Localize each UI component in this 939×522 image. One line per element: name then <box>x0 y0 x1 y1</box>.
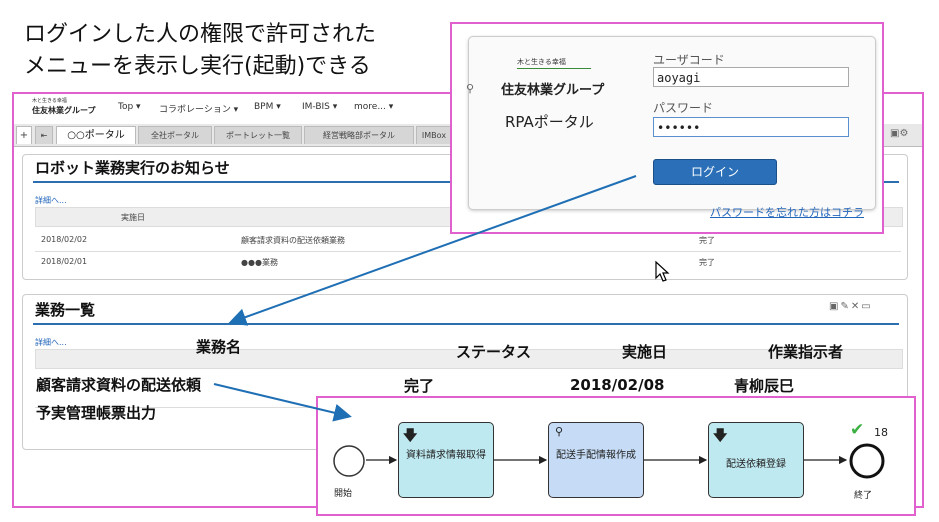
work-row-1-assignee: 青柳辰巳 <box>734 377 795 395</box>
notice-row-1-date: 2018/02/02 <box>41 235 88 244</box>
tab-imbox[interactable]: IMBox <box>416 126 452 144</box>
menu-more[interactable]: more... ▾ <box>354 102 394 112</box>
tab-portlet-list[interactable]: ポートレット一覧 <box>214 126 302 144</box>
menu-im-bis[interactable]: IM-BIS ▾ <box>302 102 338 112</box>
tab-back-button[interactable]: ⇤ <box>35 126 53 144</box>
task-1-label: 資料請求情報取得 <box>406 450 486 461</box>
user-code-input[interactable]: aoyagi <box>653 67 849 87</box>
work-title-rule <box>33 323 899 325</box>
start-event-icon[interactable] <box>332 444 366 478</box>
check-icon: ✔ <box>850 420 865 440</box>
headline-line-1: ログインした人の権限で許可された <box>24 22 377 47</box>
start-event-label: 開始 <box>334 489 353 499</box>
login-button[interactable]: ログイン <box>653 159 777 185</box>
user-code-label: ユーザコード <box>653 53 725 67</box>
login-logo: 住友林業グループ <box>501 83 605 98</box>
workflow-connectors <box>366 455 848 465</box>
task-3-label: 配送依頼登録 <box>726 459 786 470</box>
password-label: パスワード <box>653 101 714 115</box>
task-create-shipping[interactable]: ⚲ 配送手配情報作成 <box>548 422 644 498</box>
forgot-password-link[interactable]: パスワードを忘れた方はコチラ <box>710 206 864 219</box>
login-dialog: 木と生きる幸福 住友林業グループ RPAポータル ユーザコード aoyagi パ… <box>468 36 876 210</box>
menu-collaboration[interactable]: コラボレーション ▾ <box>159 105 239 115</box>
tab-strategy-portal[interactable]: 経営戦略部ポータル <box>304 126 414 144</box>
notice-col-date: 実施日 <box>121 213 145 222</box>
header-task-name: 業務名 <box>196 338 242 356</box>
end-event-label: 終了 <box>854 491 873 501</box>
add-tab-button[interactable]: + <box>16 126 32 144</box>
notice-row-divider <box>35 251 901 252</box>
tab-toolbar-icons[interactable]: ▣⚙ <box>890 128 909 139</box>
header-assignee: 作業指示者 <box>768 343 844 361</box>
notice-row-1-task[interactable]: 顧客請求資料の配送依頼業務 <box>241 236 345 245</box>
work-row-2-name[interactable]: 予実管理帳票出力 <box>36 404 157 422</box>
notice-row-2-status: 完了 <box>699 258 715 267</box>
menu-bpm[interactable]: BPM ▾ <box>254 102 281 112</box>
login-logo-tagline: 木と生きる幸福 <box>517 58 566 66</box>
tab-company-portal[interactable]: 全社ポータル <box>138 126 212 144</box>
end-event-icon[interactable] <box>848 442 886 480</box>
task-2-label: 配送手配情報作成 <box>556 450 636 461</box>
password-input[interactable]: •••••• <box>653 117 849 137</box>
workflow-frame: 開始 🡇 資料請求情報取得 ⚲ 配送手配情報作成 🡇 配送依頼登録 ✔ 18 終… <box>316 396 916 516</box>
login-dialog-frame: 木と生きる幸福 住友林業グループ RPAポータル ユーザコード aoyagi パ… <box>450 22 884 234</box>
login-handle-icon: ⚲ <box>466 82 475 95</box>
work-row-1-date: 2018/02/08 <box>570 376 665 394</box>
user-task-icon: ⚲ <box>555 425 564 438</box>
work-row-1-status: 完了 <box>404 377 435 395</box>
work-table-header <box>35 349 903 369</box>
notice-row-2-task[interactable]: ●●●業務 <box>241 258 278 267</box>
work-list-title: 業務一覧 <box>35 301 96 319</box>
notice-row-2-date: 2018/02/01 <box>41 257 88 266</box>
notice-row-1-status: 完了 <box>699 236 715 245</box>
panel-tool-icons[interactable]: ▣✎✕▭ <box>829 301 873 312</box>
portal-logo[interactable]: 住友林業グループ <box>32 106 96 115</box>
login-logo-rule <box>517 68 591 69</box>
header-status: ステータス <box>456 343 532 361</box>
work-row-1-name[interactable]: 顧客請求資料の配送依頼 <box>36 376 202 394</box>
header-date: 実施日 <box>622 343 668 361</box>
task-register-delivery[interactable]: 🡇 配送依頼登録 <box>708 422 804 498</box>
work-more-link[interactable]: 詳細へ... <box>35 338 67 347</box>
down-arrow-icon: 🡇 <box>713 428 728 444</box>
portal-logo-tagline: 木と生きる幸福 <box>32 98 67 104</box>
down-arrow-icon: 🡇 <box>403 428 418 444</box>
login-subtitle: RPAポータル <box>505 113 594 131</box>
notice-panel-title: ロボット業務実行のお知らせ <box>35 159 230 177</box>
end-count: 18 <box>874 426 888 439</box>
menu-top[interactable]: Top ▾ <box>118 102 141 112</box>
task-fetch-request[interactable]: 🡇 資料請求情報取得 <box>398 422 494 498</box>
tab-portal-main[interactable]: ○○ポータル <box>56 126 136 144</box>
headline-line-2: メニューを表示し実行(起動)できる <box>24 54 371 79</box>
notice-more-link[interactable]: 詳細へ... <box>35 196 67 205</box>
mouse-cursor-icon <box>655 260 670 282</box>
